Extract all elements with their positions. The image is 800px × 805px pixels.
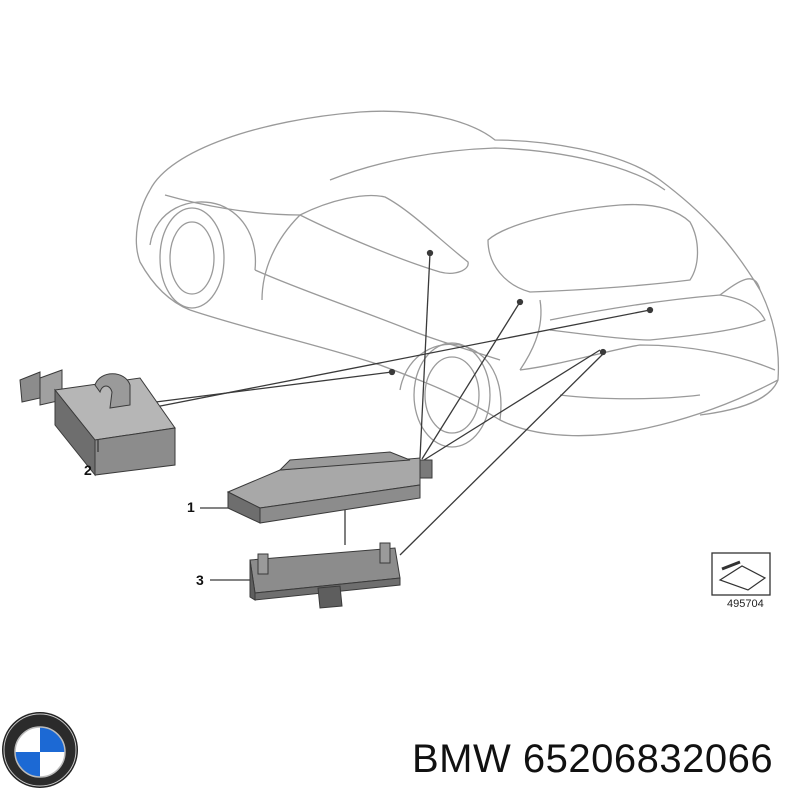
footer-brand: BMW	[412, 737, 512, 781]
leader-line	[399, 351, 606, 556]
part-3-bracket	[249, 542, 401, 609]
leader-lines	[139, 249, 654, 556]
leader-line	[421, 301, 521, 460]
reference-number: 495704	[727, 598, 764, 610]
footer-part-number: 65206832066	[522, 737, 774, 781]
leader-line	[139, 371, 393, 405]
leader-line	[139, 309, 651, 411]
leader-line	[419, 252, 431, 459]
part-2-antenna	[19, 369, 176, 477]
reference-box	[711, 552, 771, 596]
leader-line	[423, 349, 601, 461]
bmw-logo	[2, 712, 78, 788]
callout-2: 2	[84, 462, 92, 478]
footer-caption: BMW 65206832066	[412, 737, 773, 782]
car-outline	[135, 110, 780, 448]
callout-1: 1	[187, 499, 195, 515]
callout-ticks	[97, 440, 250, 581]
part-1-module	[226, 451, 433, 524]
callout-3: 3	[196, 572, 204, 588]
